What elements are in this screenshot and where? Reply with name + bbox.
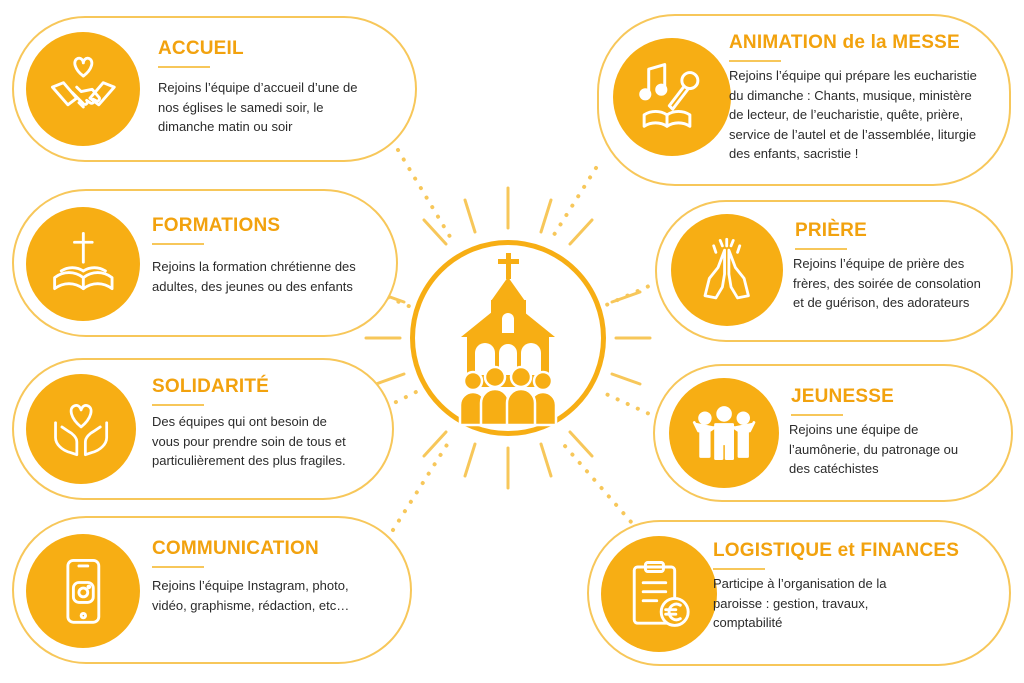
communication-icon-circle: [26, 534, 140, 648]
card-title: JEUNESSE: [791, 386, 894, 407]
connector-formations: [376, 291, 420, 312]
jeunesse-icon-circle: [669, 378, 779, 488]
connector-solidarite: [374, 390, 418, 414]
card-description: Rejoins l’équipe d’accueil d’une de nos …: [158, 80, 358, 134]
animation-icon-circle: [613, 38, 731, 156]
card-title: LOGISTIQUE et FINANCES: [713, 540, 960, 561]
title-underline: [152, 404, 204, 406]
card-title: FORMATIONS: [152, 215, 281, 236]
card-priere[interactable]: PRIÈRE Rejoins l’équipe de prière des fr…: [655, 200, 1013, 342]
card-solidarite[interactable]: SOLIDARITÉ Des équipes qui ont besoin de…: [12, 358, 394, 500]
title-underline: [152, 243, 204, 245]
card-title: ANIMATION de la MESSE: [729, 32, 960, 53]
title-underline: [713, 568, 765, 570]
card-jeunesse[interactable]: JEUNESSE Rejoins une équipe de l’aumôner…: [653, 364, 1013, 502]
card-title: PRIÈRE: [795, 220, 867, 241]
central-church-circle: [410, 240, 606, 436]
card-title: SOLIDARITÉ: [152, 376, 270, 397]
title-underline: [729, 60, 781, 62]
title-underline: [795, 248, 847, 250]
handshake-heart-icon: [50, 56, 116, 109]
title-underline: [791, 414, 843, 416]
card-description: Rejoins l’équipe Instagram, photo, vidéo…: [152, 578, 350, 613]
music-microphone-book-icon: [639, 63, 700, 129]
connector-communication: [391, 438, 452, 532]
connector-priere: [602, 280, 660, 308]
clipboard-euro-icon: [632, 561, 690, 627]
praying-hands-icon: [703, 238, 751, 300]
card-communication[interactable]: COMMUNICATION Rejoins l’équipe Instagram…: [12, 516, 412, 664]
card-formations[interactable]: FORMATIONS Rejoins la formation chrétien…: [12, 189, 398, 337]
connector-logistique: [556, 436, 640, 532]
card-accueil[interactable]: ACCUEIL Rejoins l’équipe d’accueil d’une…: [12, 16, 417, 162]
card-title: COMMUNICATION: [152, 538, 319, 559]
card-animation[interactable]: ANIMATION de la MESSE Rejoins l’équipe q…: [597, 14, 1011, 186]
card-description: Rejoins une équipe de l’aumônerie, du pa…: [789, 422, 959, 476]
card-description: Rejoins la formation chrétienne des adul…: [152, 259, 356, 294]
church-with-people-icon: [458, 253, 558, 427]
group-of-people-icon: [692, 406, 756, 460]
hands-heart-icon: [54, 403, 108, 456]
bible-cross-icon: [52, 231, 114, 290]
card-description: Participe à l’organisation de la paroiss…: [713, 576, 887, 630]
card-title: ACCUEIL: [158, 38, 244, 59]
priere-icon-circle: [671, 214, 783, 326]
card-logistique[interactable]: LOGISTIQUE et FINANCES Participe à l’org…: [587, 520, 1011, 666]
solidarite-icon-circle: [26, 374, 136, 484]
card-description: Rejoins l’équipe qui prépare les euchari…: [729, 68, 977, 161]
card-description: Des équipes qui ont besoin de vous pour …: [152, 414, 346, 468]
connector-jeunesse: [604, 392, 660, 420]
card-description: Rejoins l’équipe de prière des frères, d…: [793, 256, 981, 310]
formations-icon-circle: [26, 207, 140, 321]
title-underline: [158, 66, 210, 68]
connector-accueil: [396, 148, 454, 242]
smartphone-instagram-icon: [66, 558, 100, 624]
accueil-icon-circle: [26, 32, 140, 146]
logistique-icon-circle: [601, 536, 717, 652]
title-underline: [152, 566, 204, 568]
